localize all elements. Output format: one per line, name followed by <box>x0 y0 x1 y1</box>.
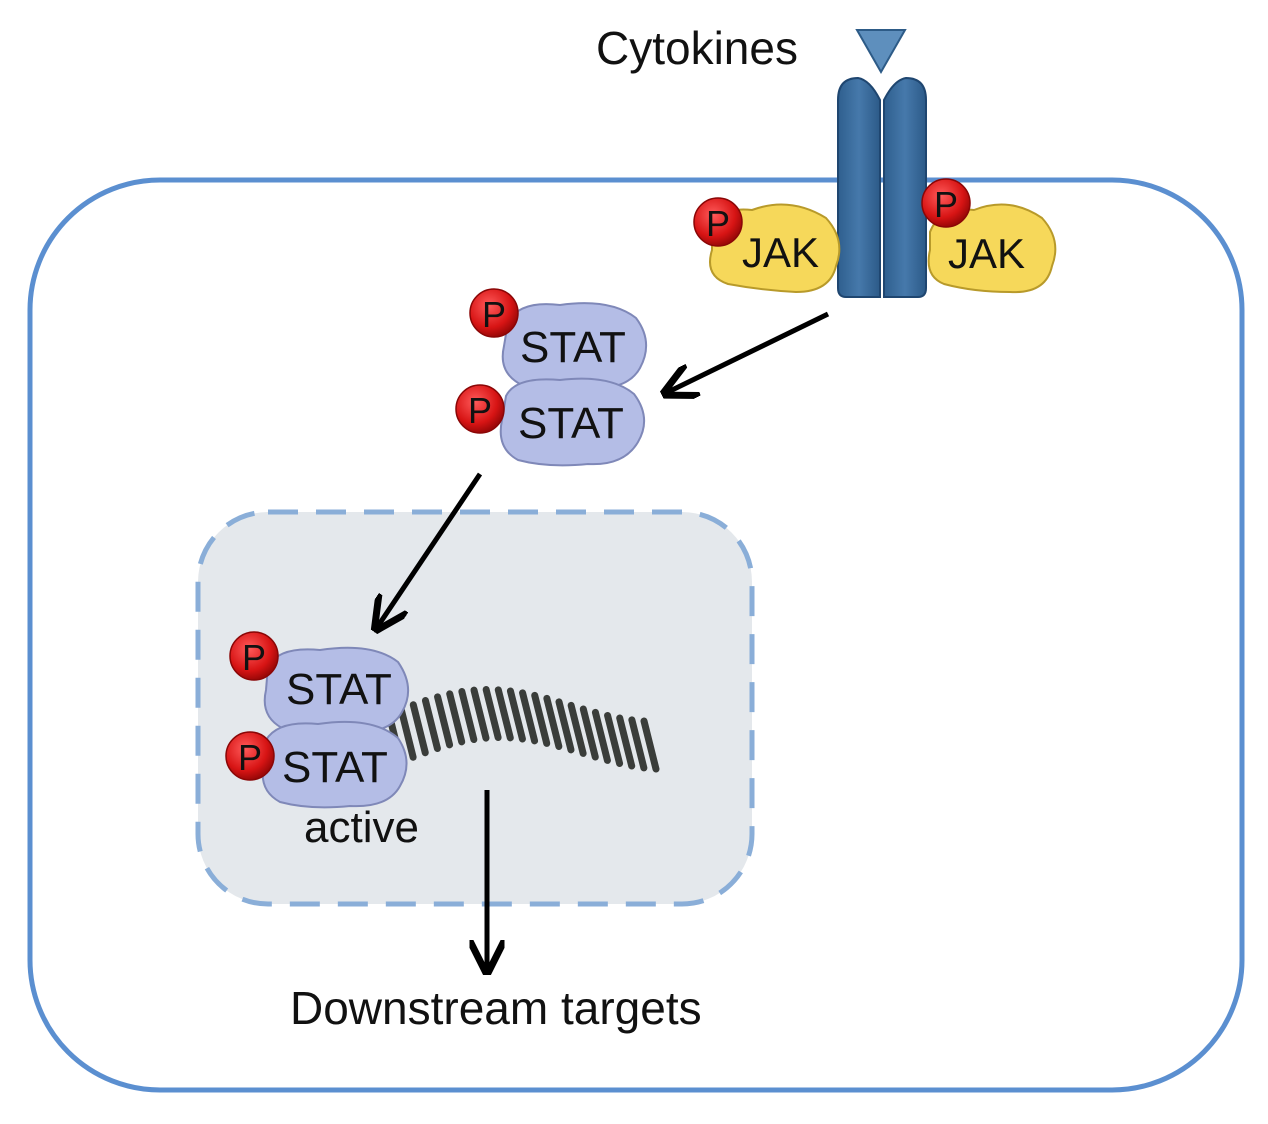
stat-upper-nuclear-phosphate: P <box>229 631 279 681</box>
jak-right: JAK <box>927 203 1057 294</box>
dna-strand-segment <box>409 701 429 757</box>
dna-strand-segment <box>591 708 611 764</box>
jak-left-label: JAK <box>742 229 819 276</box>
cytokine-receptor <box>837 76 927 298</box>
cytokines-label: Cytokines <box>596 22 798 74</box>
arrow-stat-to-nucleus <box>378 472 483 626</box>
stat-label: STAT <box>282 743 388 792</box>
jak-left-phosphate: P <box>693 197 743 247</box>
dna-strand-segment <box>616 714 636 770</box>
dna-strand-segment <box>555 698 575 754</box>
dna-strand-segment <box>421 697 441 753</box>
stat-label: STAT <box>518 399 624 448</box>
cytokine-ligand <box>855 29 907 75</box>
dna-strand-segment <box>434 693 454 749</box>
dna-strand-segment <box>543 694 563 750</box>
dna-strand-segment <box>579 705 599 761</box>
stat-upper: STAT <box>501 302 647 391</box>
dna-strand-segment <box>397 705 417 761</box>
stat-label: STAT <box>286 665 392 714</box>
phosphate-label: P <box>482 294 506 335</box>
phosphate-label: P <box>468 390 492 431</box>
dna-strand-segment <box>640 717 660 773</box>
downstream-targets-label: Downstream targets <box>290 982 702 1034</box>
stat-upper-phosphate: P <box>469 288 519 338</box>
phosphate-label: P <box>934 184 958 225</box>
arrow-receptor-to-stat <box>668 311 830 392</box>
jak-right-phosphate: P <box>921 178 971 228</box>
stat-label: STAT <box>520 323 626 372</box>
phosphate-label: P <box>242 637 266 678</box>
stat-lower-phosphate: P <box>455 384 505 434</box>
dna-strand-segment <box>470 686 490 742</box>
dna-strand-segment <box>519 689 539 745</box>
jak-right-label: JAK <box>948 230 1025 277</box>
phosphate-label: P <box>238 737 262 778</box>
active-label: active <box>304 803 419 852</box>
stat-lower-nuclear-phosphate: P <box>225 731 275 781</box>
dna-strand-segment <box>494 686 514 742</box>
stat-lower-nuclear: STAT <box>261 720 408 809</box>
dna-strand-segment <box>482 686 502 742</box>
dna-strand-segment <box>628 716 648 772</box>
dna-helix <box>385 686 660 773</box>
dna-strand-segment <box>604 711 624 767</box>
phosphate-label: P <box>706 203 730 244</box>
stat-dimer-nucleus: STAT STAT P P <box>225 631 409 809</box>
dna-strand-segment <box>531 691 551 747</box>
dna-strand-segment <box>458 688 478 744</box>
dna-strand-segment <box>506 687 526 743</box>
stat-lower: STAT <box>499 377 645 467</box>
dna-strand-segment <box>446 690 466 746</box>
stat-upper-nuclear: STAT <box>263 646 409 735</box>
stat-dimer-cytoplasm: STAT STAT P P <box>455 288 647 467</box>
dna-strand-segment <box>567 701 587 757</box>
